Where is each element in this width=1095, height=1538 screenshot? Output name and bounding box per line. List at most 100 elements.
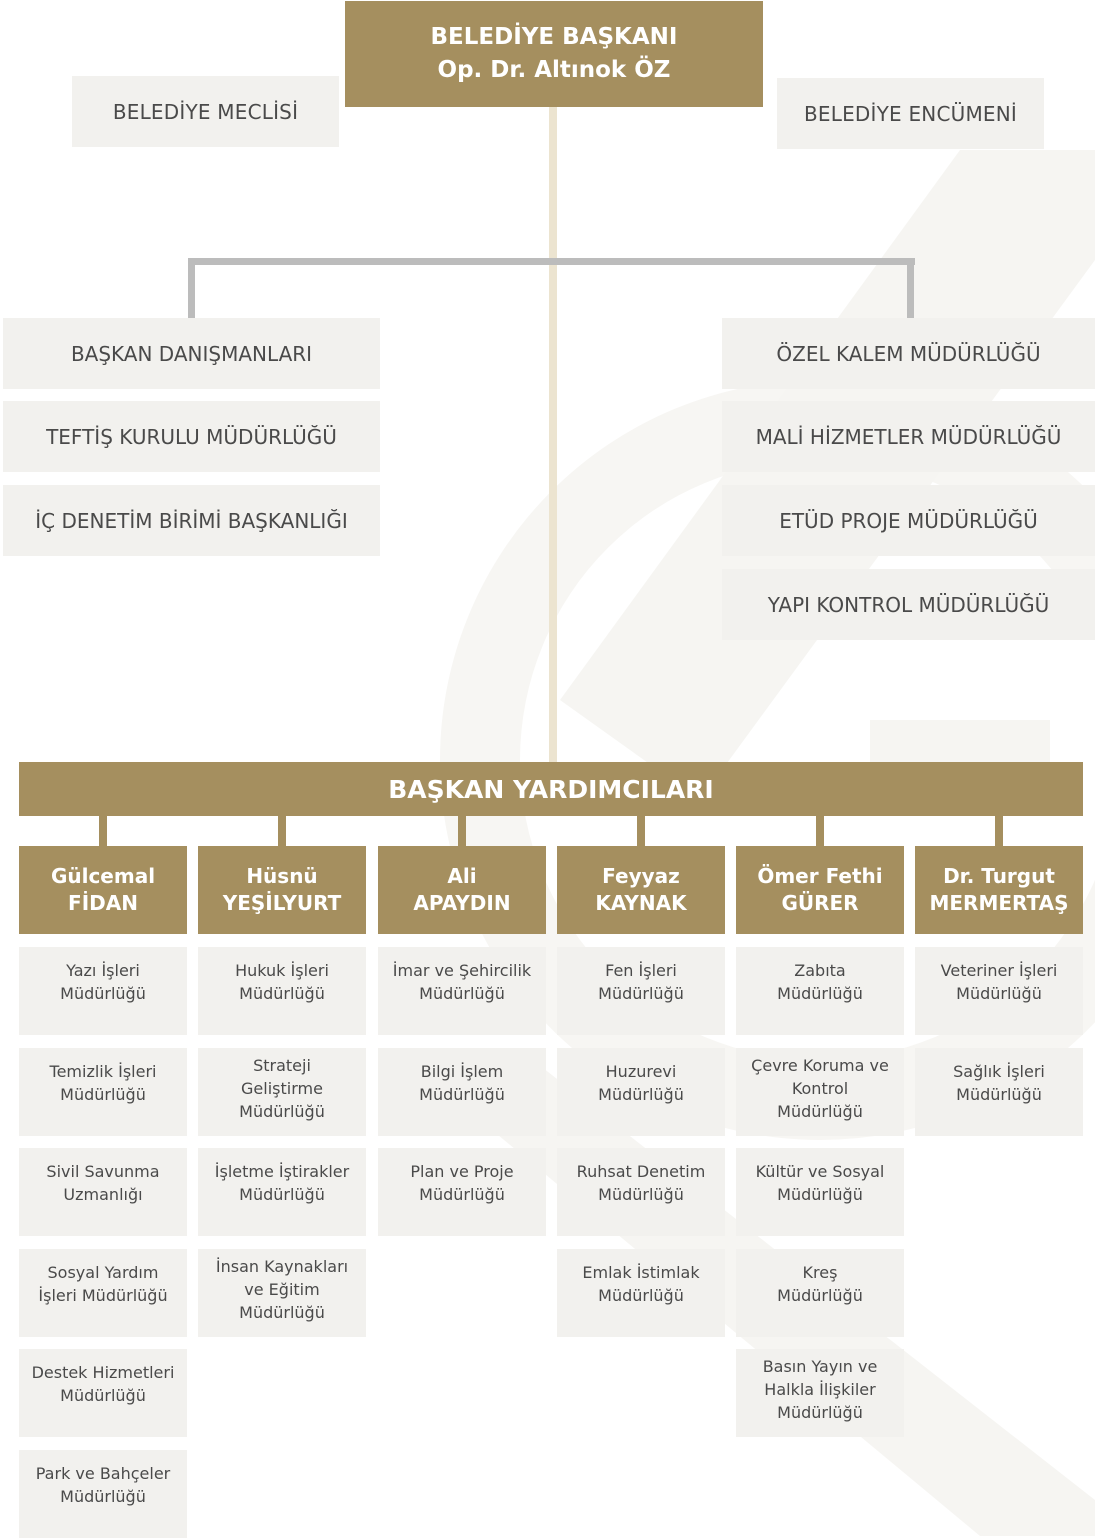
deputy-connector <box>278 816 286 846</box>
left-department: BAŞKAN DANIŞMANLARI <box>3 318 380 389</box>
unit-label-line: Çevre Koruma ve <box>751 1055 889 1075</box>
unit-label-line: Park ve Bahçeler <box>35 1463 171 1483</box>
unit-label-line: Müdürlüğü <box>419 984 505 1003</box>
deputy-connector <box>458 816 466 846</box>
deputy-last-name: FİDAN <box>68 891 138 915</box>
left-branch-line <box>188 258 195 318</box>
deputy-first-name: Ömer Fethi <box>757 864 883 888</box>
deputy-connector <box>637 816 645 846</box>
unit-label-line: Müdürlüğü <box>598 984 684 1003</box>
right-department: MALİ HİZMETLER MÜDÜRLÜĞÜ <box>722 401 1095 472</box>
unit-label-line: Kreş <box>802 1262 838 1282</box>
unit-label-line: Müdürlüğü <box>956 984 1042 1003</box>
unit-label-line: Geliştirme <box>241 1078 323 1098</box>
unit-label-line: Müdürlüğü <box>777 1403 863 1422</box>
deputy-first-name: Dr. Turgut <box>943 864 1055 888</box>
unit-label-line: ve Eğitim <box>244 1279 320 1299</box>
deputy-connector <box>99 816 107 846</box>
unit-label-line: Ruhsat Denetim <box>576 1162 706 1181</box>
unit-label-line: Müdürlüğü <box>239 1101 325 1121</box>
deputies-bar: BAŞKAN YARDIMCILARI <box>19 762 1083 816</box>
right-department: ÖZEL KALEM MÜDÜRLÜĞÜ <box>722 318 1095 389</box>
deputy-last-name: YEŞİLYURT <box>222 891 342 915</box>
unit-label-line: Müdürlüğü <box>239 1185 325 1204</box>
unit-label-line: Basın Yayın ve <box>762 1357 878 1376</box>
right-department: YAPI KONTROL MÜDÜRLÜĞÜ <box>722 569 1095 640</box>
unit-label-line: Müdürlüğü <box>598 1084 684 1104</box>
mayor-box: BELEDİYE BAŞKANI Op. Dr. Altınok ÖZ <box>345 1 763 107</box>
unit-label-line: Destek Hizmetleri <box>31 1363 175 1382</box>
unit-label-line: Müdürlüğü <box>777 984 863 1003</box>
unit-label-line: Müdürlüğü <box>239 984 325 1003</box>
right-department: ETÜD PROJE MÜDÜRLÜĞÜ <box>722 485 1095 556</box>
unit-label-line: Halkla İlişkiler <box>764 1380 876 1399</box>
unit-label-line: Sağlık İşleri <box>953 1061 1045 1081</box>
committee-box: BELEDİYE ENCÜMENİ <box>777 78 1044 149</box>
unit-label-line: Sivil Savunma <box>46 1162 160 1181</box>
unit-label-line: Sosyal Yardım <box>47 1262 159 1282</box>
deputy-connector <box>995 816 1003 846</box>
unit-label-line: Müdürlüğü <box>956 1084 1042 1104</box>
unit-label-line: Müdürlüğü <box>239 1302 325 1322</box>
unit-label-line: Müdürlüğü <box>60 1084 146 1104</box>
unit-label-line: Müdürlüğü <box>598 1285 684 1305</box>
unit-label-line: Hukuk İşleri <box>235 961 329 980</box>
deputy-connector <box>816 816 824 846</box>
right-branch-line <box>907 258 914 318</box>
unit-label-line: İnsan Kaynakları <box>215 1256 349 1276</box>
unit-label-line: Kontrol <box>791 1078 849 1098</box>
deputy-last-name: GÜRER <box>781 891 859 915</box>
unit-label-line: Bilgi İşlem <box>420 1061 504 1081</box>
unit-label-line: Müdürlüğü <box>598 1185 684 1204</box>
unit-label-line: Veteriner İşleri <box>940 961 1058 980</box>
unit-label-line: Emlak İstimlak <box>582 1262 700 1282</box>
council-box: BELEDİYE MECLİSİ <box>72 76 339 147</box>
unit-label-line: İşleri Müdürlüğü <box>38 1285 168 1305</box>
unit-label-line: Müdürlüğü <box>419 1185 505 1204</box>
unit-label-line: Plan ve Proje <box>410 1162 514 1181</box>
unit-label-line: Uzmanlığı <box>63 1185 143 1204</box>
deputy-last-name: KAYNAK <box>595 891 687 915</box>
deputy-last-name: APAYDIN <box>413 891 511 915</box>
left-department: TEFTİŞ KURULU MÜDÜRLÜĞÜ <box>3 401 380 472</box>
deputy-first-name: Ali <box>447 864 477 888</box>
deputy-last-name: MERMERTAŞ <box>929 891 1069 915</box>
deputy-first-name: Hüsnü <box>246 864 318 888</box>
unit-label-line: Huzurevi <box>605 1061 677 1081</box>
unit-label-line: Zabıta <box>794 961 846 980</box>
unit-label-line: Müdürlüğü <box>60 984 146 1003</box>
unit-label-line: Müdürlüğü <box>777 1101 863 1121</box>
left-department: İÇ DENETİM BİRİMİ BAŞKANLIĞI <box>3 485 380 556</box>
unit-label-line: Fen İşleri <box>605 961 677 980</box>
deputy-first-name: Feyyaz <box>602 864 680 888</box>
unit-label-line: Müdürlüğü <box>419 1084 505 1104</box>
unit-label-line: Müdürlüğü <box>60 1386 146 1405</box>
unit-label-line: Temizlik İşleri <box>49 1061 157 1081</box>
unit-label-line: İmar ve Şehircilik <box>392 961 532 980</box>
